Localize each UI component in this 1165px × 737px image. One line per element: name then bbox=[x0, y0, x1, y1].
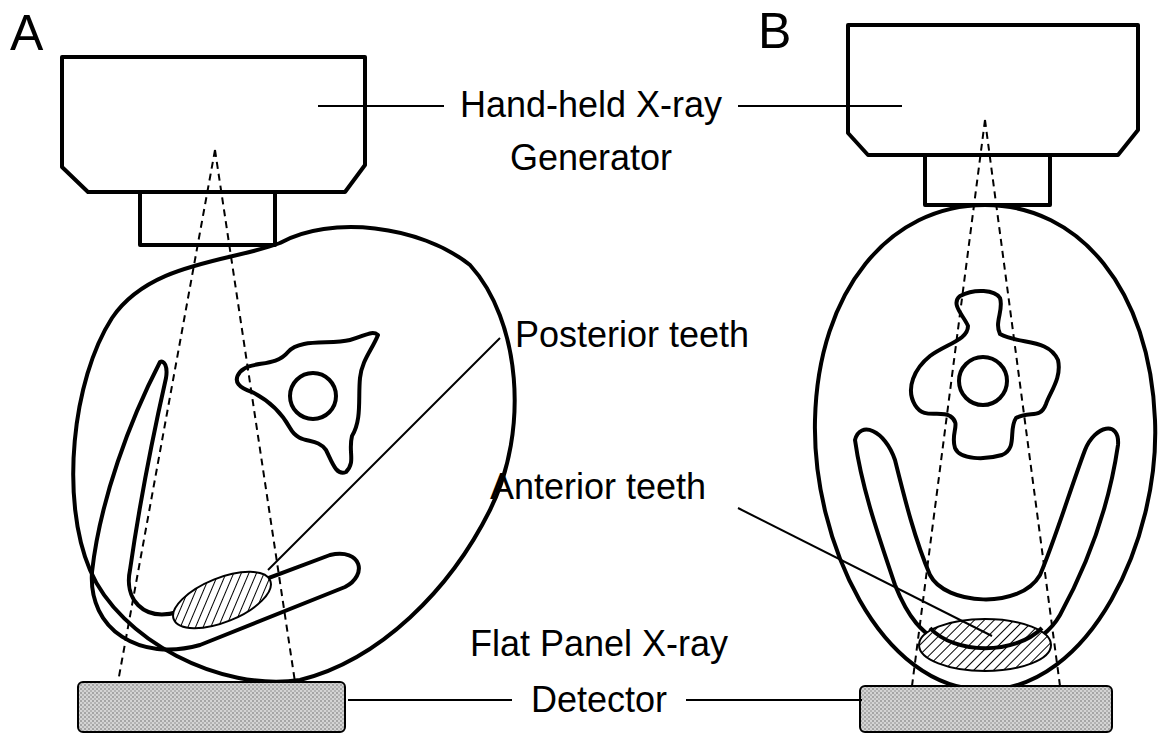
anterior-teeth-region bbox=[919, 619, 1051, 671]
spinal-canal bbox=[959, 357, 1007, 405]
generator-nozzle bbox=[925, 155, 1050, 205]
head-outline bbox=[73, 227, 514, 682]
panel-letter: B bbox=[758, 2, 791, 60]
vertebra bbox=[237, 333, 378, 473]
x-ray-generator bbox=[62, 57, 365, 192]
flat-panel-detector bbox=[78, 682, 345, 732]
beam-edge bbox=[118, 150, 215, 682]
leader-line bbox=[318, 105, 444, 107]
leader-line bbox=[738, 105, 902, 107]
leader-line bbox=[686, 699, 862, 701]
posterior-teeth-region bbox=[166, 560, 279, 640]
part-label: Anterior teeth bbox=[490, 464, 706, 510]
flat-panel-detector bbox=[860, 686, 1112, 732]
mandible bbox=[92, 362, 359, 650]
leader-line bbox=[738, 508, 992, 636]
panel-letter: A bbox=[10, 4, 43, 62]
part-label: Hand-held X-ray Generator bbox=[431, 78, 751, 184]
spinal-canal bbox=[290, 373, 336, 419]
leader-line bbox=[268, 338, 500, 570]
head-outline bbox=[815, 205, 1155, 690]
part-label: Posterior teeth bbox=[515, 312, 749, 358]
vertebra bbox=[911, 291, 1059, 458]
part-label: Flat Panel X-ray Detector bbox=[439, 616, 759, 728]
x-ray-generator bbox=[848, 25, 1138, 155]
beam-edge bbox=[215, 150, 295, 682]
beam-edge bbox=[985, 120, 1060, 686]
anterior-teeth-arch bbox=[930, 628, 1042, 648]
leader-line bbox=[348, 699, 512, 701]
generator-nozzle bbox=[140, 192, 275, 245]
